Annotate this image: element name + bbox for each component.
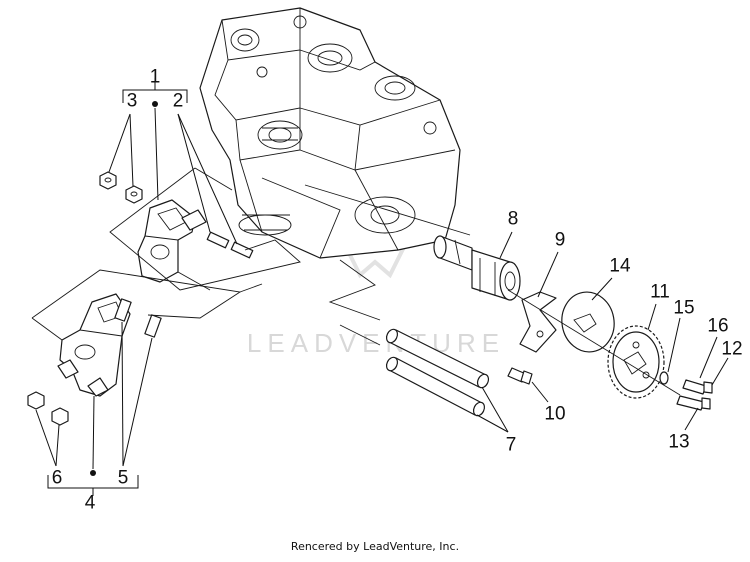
callout-16: 16 — [707, 316, 728, 337]
callout-15: 15 — [673, 298, 694, 319]
nut-part-3 — [99, 171, 143, 204]
adjusting-screws-part-2 — [206, 231, 254, 259]
sprocket-bolts — [676, 379, 713, 411]
callout-3: 3 — [127, 91, 138, 112]
upper-rocker-arm — [137, 199, 207, 283]
watermark: LEADVENTURE — [247, 227, 505, 358]
assembly-guide-lines-upper — [109, 167, 301, 291]
assembly-guide-lines-lower — [31, 269, 263, 341]
callout-14: 14 — [609, 256, 631, 277]
decompressor-disc — [561, 291, 615, 353]
retaining-plate — [519, 291, 557, 353]
callout-2: 2 — [173, 91, 184, 112]
callout-5: 5 — [118, 468, 129, 489]
cylinder-head — [199, 7, 471, 259]
callout-7: 7 — [506, 435, 517, 456]
adjusting-screws-part-5 — [114, 298, 162, 338]
cam-sprocket — [607, 325, 665, 399]
bracket-4 — [47, 395, 139, 496]
callout-4: 4 — [85, 493, 96, 514]
callout-8: 8 — [508, 209, 519, 230]
watermark-text: LEADVENTURE — [247, 328, 505, 358]
rendered-by-footer: Rencered by LeadVenture, Inc. — [290, 540, 460, 553]
callout-1: 1 — [150, 67, 161, 88]
callout-13: 13 — [668, 432, 689, 453]
callout-12: 12 — [721, 339, 742, 360]
assembly-guide-lines-shafts — [328, 259, 381, 346]
washer — [659, 371, 669, 385]
callout-10: 10 — [544, 404, 565, 425]
lower-rocker-arm — [57, 293, 131, 397]
camshaft-axis — [507, 289, 681, 396]
callout-11: 11 — [650, 282, 670, 303]
camshaft — [433, 235, 521, 301]
callout-9: 9 — [555, 230, 566, 251]
leader-lines — [35, 113, 729, 467]
callout-labels: 1 2 3 4 5 6 7 8 9 10 11 12 13 14 15 16 — [52, 67, 743, 514]
plate-bolt — [507, 367, 533, 385]
callout-6: 6 — [52, 468, 63, 489]
rocker-shafts-part-7 — [385, 328, 490, 417]
nut-part-6 — [27, 391, 69, 426]
bracket-1 — [122, 78, 188, 201]
